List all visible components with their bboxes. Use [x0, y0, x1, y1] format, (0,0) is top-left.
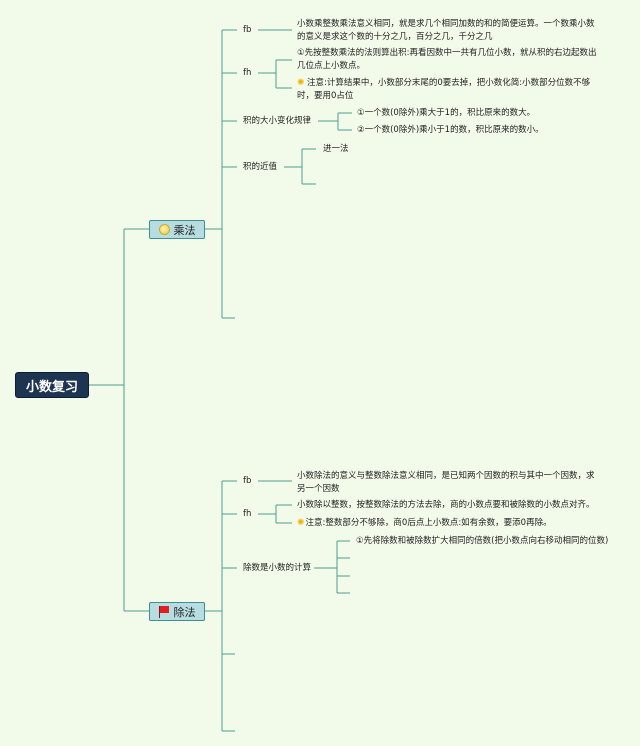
topic-note[interactable]: ②一个数(0除外)乘小于1的数，积比原来的数小。 — [357, 125, 544, 135]
topic-note[interactable]: 小数乘整数乘法意义相同，就是求几个相同加数的和的简便运算。一个数乘小数的意义是求… — [297, 19, 595, 42]
root-label: 小数复习 — [25, 379, 78, 395]
topic-note[interactable]: ①先将除数和被除数扩大相同的倍数(把小数点向右移动相同的位数) — [356, 536, 609, 546]
topic-note[interactable]: ①一个数(0除外)乘大于1的，积比原来的数大。 — [357, 108, 536, 118]
red-flag-icon — [158, 605, 170, 618]
topic-label[interactable]: 除数是小数的计算 — [243, 563, 312, 573]
topic-label[interactable]: fb — [243, 476, 252, 486]
root-node[interactable]: 小数复习 — [15, 372, 89, 398]
topic-label[interactable]: 积的大小变化规律 — [243, 116, 312, 126]
topic-label[interactable]: fh — [243, 509, 252, 519]
sun-icon: ✺ — [297, 518, 305, 528]
topic-label[interactable]: fh — [243, 68, 252, 78]
sun-icon: ✺ — [297, 78, 305, 88]
topic-label[interactable]: fb — [243, 25, 252, 35]
branch-label: 除法 — [173, 605, 196, 619]
topic-note[interactable]: ✺注意:整数部分不够除，商0后点上小数点:如有余数，要添0再除。 — [297, 517, 552, 530]
topic-note[interactable]: 小数除法的意义与整数除法意义相同，是已知两个因数的积与其中一个因数，求另一个因数 — [297, 471, 595, 494]
topic-note[interactable]: 进一法 — [323, 144, 349, 154]
branch-node-multiplication[interactable]: 乘法 — [149, 220, 205, 239]
note-text: 注意:计算结果中，小数部分末尾的0要去掉，把小数化简:小数部分位数不够时，要用0… — [297, 78, 591, 101]
topic-label[interactable]: 积的近值 — [243, 162, 278, 172]
circle-icon — [158, 224, 170, 235]
topic-note[interactable]: ①先按整数乘法的法则算出积:再看因数中一共有几位小数，就从积的右边起数出几位点上… — [297, 48, 597, 71]
branch-node-division[interactable]: 除法 — [149, 602, 205, 621]
topic-note[interactable]: 小数除以整数，按整数除法的方法去除，商的小数点要和被除数的小数点对齐。 — [297, 500, 595, 510]
branch-label: 乘法 — [173, 223, 196, 237]
note-text: 注意:整数部分不够除，商0后点上小数点:如有余数，要添0再除。 — [305, 518, 552, 528]
topic-note[interactable]: ✺ 注意:计算结果中，小数部分末尾的0要去掉，把小数化简:小数部分位数不够时，要… — [297, 77, 597, 103]
